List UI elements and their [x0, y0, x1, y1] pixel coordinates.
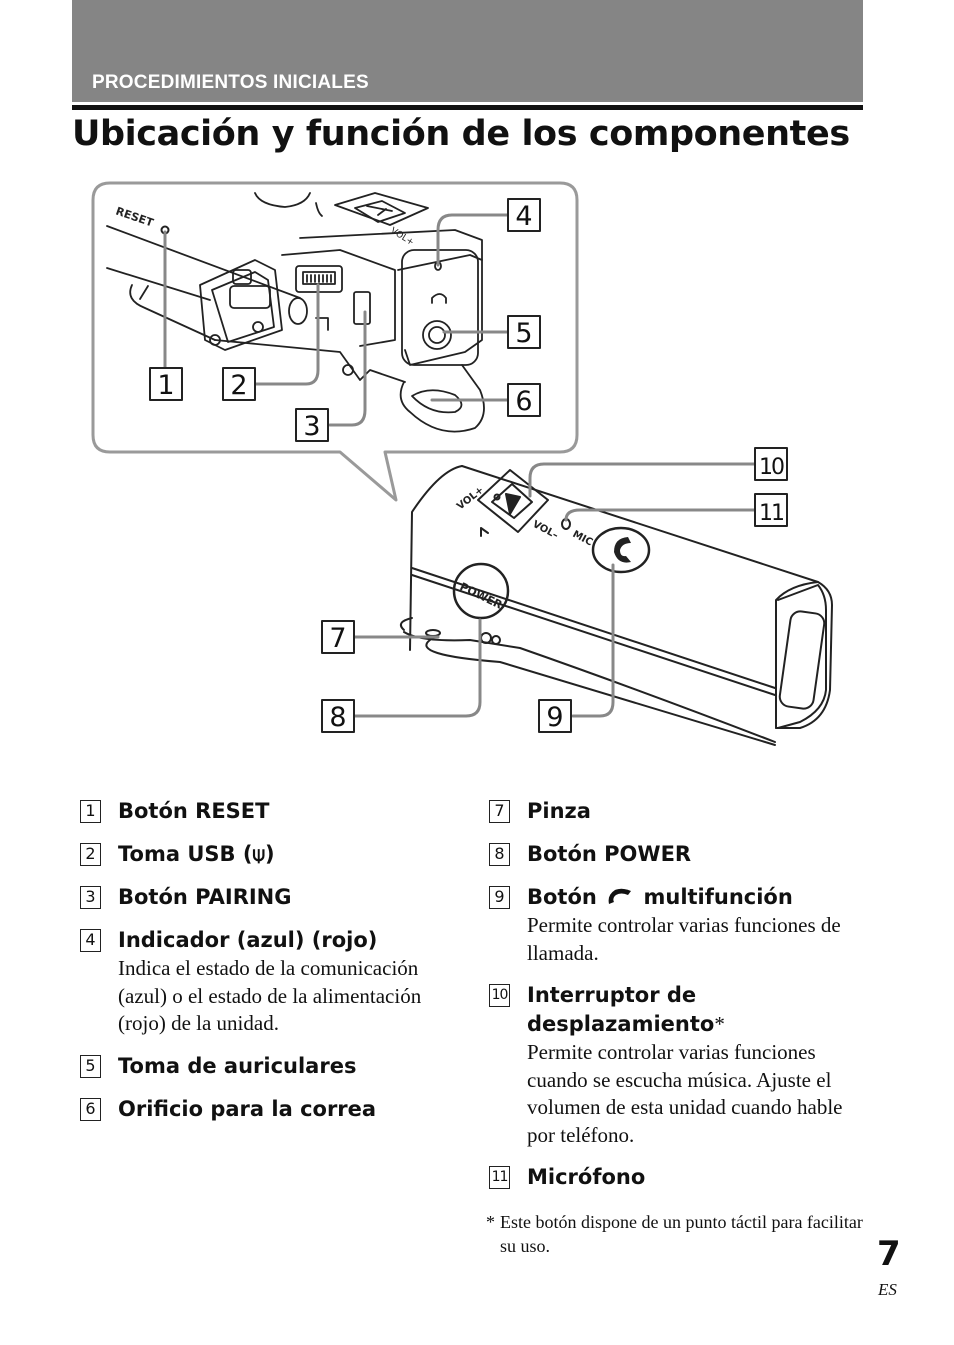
svg-text:3: 3	[303, 411, 320, 442]
item-number: 5	[80, 1054, 101, 1078]
item-name: Orificio para la correa	[118, 1096, 377, 1121]
item-number: 1	[80, 800, 101, 823]
svg-text:1: 1	[157, 370, 174, 401]
callout-2: 2	[222, 367, 256, 401]
callout-7: 7	[321, 620, 355, 654]
item-name: Botón RESET	[118, 799, 270, 823]
svg-text:5: 5	[515, 318, 532, 349]
vol-plus-label: VOL+	[455, 485, 486, 513]
list-item: 2 Toma USB (⍦)	[80, 840, 440, 869]
list-item: 3 Botón PAIRING	[80, 883, 440, 912]
item-name: Toma USB (⍦)	[118, 842, 275, 866]
vol-plus-label-small: VOL+	[388, 226, 415, 248]
item-name: Interruptor de desplazamiento*	[527, 981, 869, 1039]
list-item: 7 Pinza	[489, 797, 869, 826]
svg-text:9: 9	[546, 702, 563, 733]
parts-list-right: 7 Pinza 8 Botón POWER 9 Botón multifunci…	[489, 797, 869, 1206]
mic-label: MIC	[571, 529, 595, 549]
item-name: Micrófono	[527, 1165, 646, 1189]
device-illustration: RESET VOL+ POWER VOL+ VOL–	[91, 181, 833, 746]
reset-label: RESET	[114, 205, 156, 230]
item-name: Indicador (azul) (rojo)	[118, 928, 378, 952]
svg-text:10: 10	[759, 455, 784, 480]
item-description: Indica el estado de la comunicación (azu…	[118, 956, 422, 1035]
item-number: 6	[80, 1097, 101, 1121]
callout-11: 11	[754, 493, 788, 527]
item-description: Permite controlar varias funciones cuand…	[527, 1040, 843, 1147]
footnote-marker: *	[486, 1212, 495, 1232]
language-code: ES	[878, 1280, 897, 1299]
item-number: 10	[489, 984, 510, 1007]
svg-text:7: 7	[329, 623, 346, 654]
item-name-text: Interruptor de desplazamiento	[527, 983, 715, 1036]
item-name: Toma de auriculares	[118, 1053, 357, 1078]
callout-4: 4	[507, 198, 541, 232]
svg-text:11: 11	[759, 501, 783, 526]
svg-text:8: 8	[329, 702, 346, 733]
callout-boxes: 1 2 3 4 5 6 7 8 9 10 11	[149, 198, 788, 733]
leader-lines-main	[353, 462, 758, 718]
title-rule	[72, 105, 863, 110]
list-item: 10 Interruptor de desplazamiento* Permit…	[489, 981, 869, 1149]
page-title: Ubicación y función de los componentes	[72, 114, 850, 154]
list-item: 9 Botón multifunción Permite controlar v…	[489, 883, 869, 967]
callout-6: 6	[507, 383, 541, 417]
item-number: 8	[489, 843, 510, 866]
footnote-text: Este botón dispone de un punto táctil pa…	[500, 1212, 863, 1256]
callout-5: 5	[507, 315, 541, 349]
list-item: 11 Micrófono	[489, 1163, 869, 1192]
section-label: PROCEDIMIENTOS INICIALES	[92, 72, 369, 93]
callout-10: 10	[754, 447, 788, 481]
page-number: 7	[877, 1234, 901, 1274]
item-number: 2	[80, 843, 101, 866]
item-name: Botón PAIRING	[118, 885, 292, 909]
callout-1: 1	[149, 367, 183, 401]
item-description: Permite controlar varias funciones de ll…	[527, 913, 841, 965]
item-name-start: Botón	[527, 885, 597, 909]
phone-icon	[608, 888, 632, 904]
item-name: Botón multifunción	[527, 883, 869, 912]
footnote: * Este botón dispone de un punto táctil …	[486, 1210, 866, 1258]
zoomed-device	[106, 192, 485, 433]
item-number: 11	[489, 1166, 510, 1189]
item-number: 7	[489, 800, 510, 823]
list-item: 6 Orificio para la correa	[80, 1095, 440, 1124]
svg-text:2: 2	[230, 370, 247, 401]
vol-minus-label: VOL–	[531, 519, 560, 542]
callout-3: 3	[295, 408, 329, 442]
item-number: 9	[489, 886, 510, 909]
list-item: 1 Botón RESET	[80, 797, 440, 826]
callout-9: 9	[538, 699, 572, 733]
list-item: 4 Indicador (azul) (rojo) Indica el esta…	[80, 926, 440, 1038]
leader-lines-zoom	[163, 213, 510, 427]
svg-text:6: 6	[515, 386, 532, 417]
section-header-bar: PROCEDIMIENTOS INICIALES	[72, 0, 863, 102]
power-label: POWER	[458, 580, 505, 612]
item-number: 3	[80, 886, 101, 909]
parts-list-left: 1 Botón RESET 2 Toma USB (⍦) 3 Botón PAI…	[80, 797, 440, 1138]
callout-8: 8	[321, 699, 355, 733]
list-item: 5 Toma de auriculares	[80, 1052, 440, 1081]
footnote-mark: *	[714, 1012, 725, 1036]
item-name: Pinza	[527, 799, 591, 823]
item-name: Botón POWER	[527, 842, 692, 866]
item-number: 4	[80, 929, 101, 952]
zoom-bubble	[91, 181, 579, 502]
item-name-end: multifunción	[643, 885, 793, 909]
list-item: 8 Botón POWER	[489, 840, 869, 869]
svg-text:4: 4	[515, 201, 532, 232]
